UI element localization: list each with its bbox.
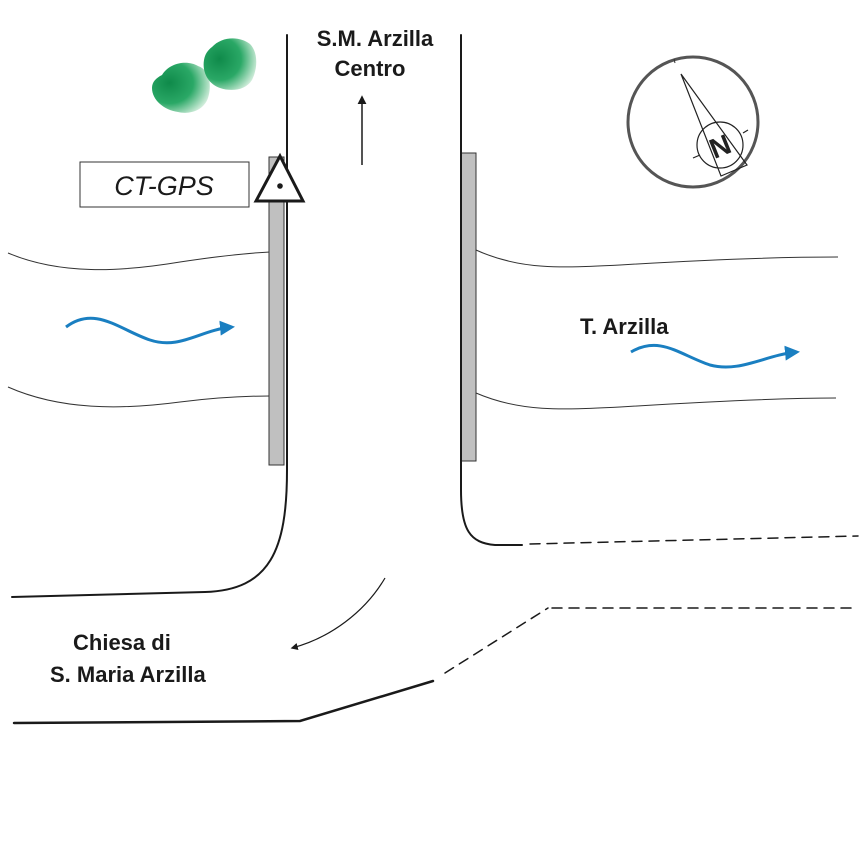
river-flow-arrow-left [65,316,235,345]
river-bank-right-top [475,249,839,268]
river-label: T. Arzilla [580,314,669,339]
tree-icon [152,38,257,113]
destination-label-line2: Centro [335,56,406,81]
river-bank-left-bottom [7,386,271,408]
road-edge-lower-dashed-slope [444,607,549,674]
bridge-rail-left [268,156,285,466]
church-label-line1: Chiesa di [73,630,171,655]
church-label-line2: S. Maria Arzilla [50,662,206,687]
station-label: CT-GPS [114,171,214,201]
station-label-box [79,161,250,208]
river-bank-right-bottom [475,392,837,410]
arrow-to-church [290,577,386,651]
triangle-dot-icon [253,152,306,203]
river-flow-arrow-right [630,343,800,369]
destination-label-line1: S.M. Arzilla [317,26,434,51]
river-bank-left-top [7,251,271,271]
road-edges [11,34,859,725]
road-edge-bottom [12,679,435,725]
road-edge-left [11,34,288,598]
road-edge-right-dashed [529,535,859,545]
road-edge-right [460,34,523,546]
river-banks [7,249,839,410]
bridge-rail-right [460,152,477,462]
north-arrow-icon: N [626,55,760,189]
